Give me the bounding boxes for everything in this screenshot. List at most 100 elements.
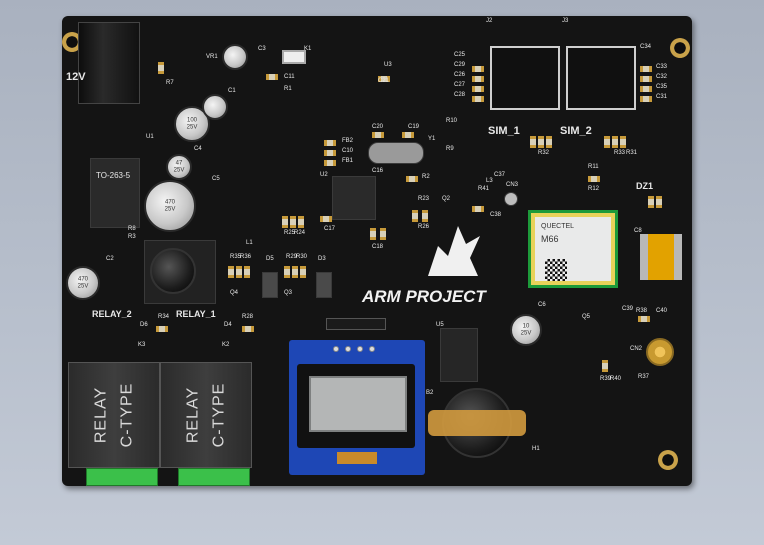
ref-label: C25 [454,52,466,58]
smd-part [546,136,552,148]
smd-part [298,216,304,228]
connector-cn3 [504,192,518,206]
ref-label: L3 [486,178,493,184]
ref-label: C10 [342,148,354,154]
capacitor-c6-value: 10 25V [520,323,532,336]
smd-part [284,266,290,278]
screw-terminal-2 [178,468,250,486]
smd-part [244,266,250,278]
ref-label: C40 [656,308,668,314]
relay-k3-line2: C-TYPE [118,382,135,448]
ref-label: R40 [610,376,622,382]
smd-part [620,136,626,148]
j2-label: J2 [486,18,493,24]
sma-body [646,338,674,366]
oled-display [289,340,425,475]
smd-part [472,206,484,212]
ref-label: CN3 [506,182,519,188]
smd-part [242,326,254,332]
ref-label: C31 [656,94,668,100]
ref-label: FB2 [342,138,354,144]
oled-pin-2 [345,346,351,352]
power-label: 12V [66,71,86,83]
smd-part [640,86,652,92]
ref-label: C4 [194,146,202,152]
gsm-module-m66: QUECTEL M66 [528,210,618,288]
griffin-logo-icon [428,226,480,276]
smd-part [402,132,414,138]
ref-label: C8 [634,228,642,234]
smd-part [370,228,376,240]
ref-label: R11 [588,164,599,170]
smd-part [292,266,298,278]
ref-label: R24 [294,230,306,236]
ref-label: D6 [140,322,148,328]
ref-label: Y1 [428,136,436,142]
ic-u5 [440,328,478,382]
smd-part [640,66,652,72]
smd-part [158,62,164,74]
ref-label: C5 [212,176,220,182]
ref-label: C32 [656,74,668,80]
ref-label: R38 [636,308,648,314]
ref-label: C20 [372,124,384,130]
smd-part [656,196,662,208]
ref-label: VR1 [206,54,218,60]
capacitor-c1b [202,94,228,120]
ref-label: C26 [454,72,466,78]
smd-part [372,132,384,138]
ref-label: Q5 [582,314,591,320]
relay-k3-line1: RELAY [92,386,110,444]
ref-label: R35 [230,254,242,260]
ref-label: H1 [532,446,540,452]
j3-label: J3 [562,18,569,24]
relay-k2-line2: C-TYPE [210,382,227,448]
smd-part [638,316,650,322]
led-k1 [282,50,306,64]
ref-label: R25 [284,230,296,236]
ref-label: K2 [222,342,230,348]
smd-part [588,176,600,182]
smd-part [380,228,386,240]
pcb-board: 12V J2 J3 SIM_1 SIM_2 TO-263-5 470 25V 1… [62,16,692,486]
ref-label: C19 [408,124,420,130]
smd-part [412,210,418,222]
relay-k3: RELAY C-TYPE [68,362,160,468]
ref-label: R29 [286,254,298,260]
gsm-module-shield: QUECTEL M66 [535,217,611,281]
ref-label: D5 [266,256,274,262]
ref-label: U1 [146,134,154,140]
sim-tray-1 [490,46,560,110]
ref-label: R32 [538,150,550,156]
smd-part [538,136,544,148]
smd-part [282,216,288,228]
ref-label: C34 [640,44,652,50]
ref-label: C6 [538,302,546,308]
oled-screen [297,364,415,448]
smd-part [236,266,242,278]
ref-label: R28 [242,314,254,320]
ref-label: R31 [626,150,638,156]
relay-2-label: RELAY_2 [92,309,132,319]
smd-part [472,66,484,72]
ref-label: R33 [614,150,626,156]
header-strip [326,318,386,330]
smd-part [640,76,652,82]
oled-flex-cable [337,452,377,464]
inductor-l1-core [150,248,196,294]
ref-label: Q3 [284,290,293,296]
capacitor-c3 [222,44,248,70]
capacitor-c4: 47 25V [166,154,192,180]
mounting-hole-bottom-right [658,450,678,470]
ref-label: C18 [372,244,384,250]
capacitor-c5-value: 470 25V [164,199,176,212]
smd-part [324,140,336,146]
ref-label: C3 [258,46,266,52]
ref-label: C16 [372,168,384,174]
ref-label: C27 [454,82,466,88]
ref-label: C37 [494,172,506,178]
module-model: M66 [541,234,559,244]
ref-label: Q4 [230,290,239,296]
crystal-y1 [368,142,424,164]
